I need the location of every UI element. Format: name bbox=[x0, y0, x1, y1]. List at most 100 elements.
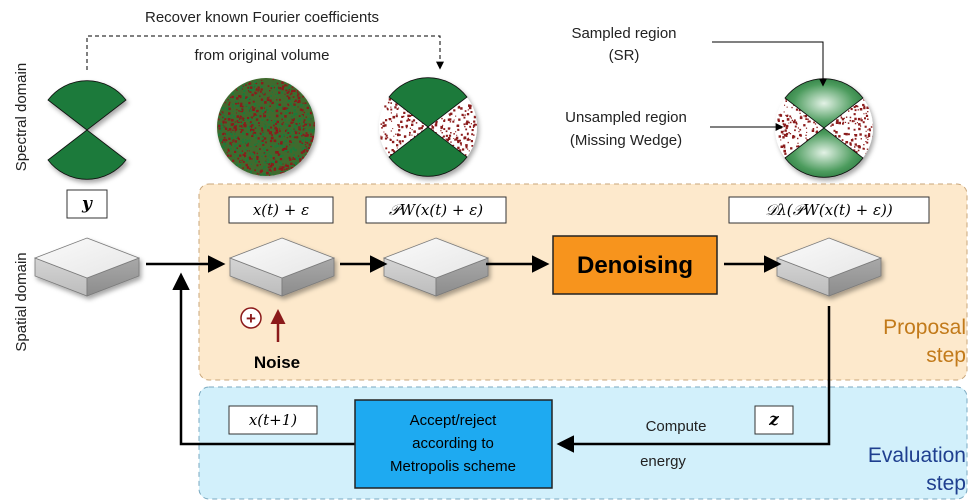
noise-speckle bbox=[271, 136, 274, 139]
noise-speckle bbox=[293, 128, 295, 130]
noise-speckle bbox=[234, 157, 236, 159]
denoised-label: 𝒟λ(𝒫W(x(t) + ε)) bbox=[765, 201, 893, 219]
noise-speckle bbox=[782, 136, 785, 139]
noise-speckle bbox=[291, 86, 294, 89]
noise-speckle bbox=[781, 120, 785, 123]
noise-speckle bbox=[228, 107, 231, 111]
noise-speckle bbox=[786, 115, 789, 118]
noise-speckle bbox=[254, 143, 257, 146]
noise-speckle bbox=[453, 138, 455, 139]
noise-speckle bbox=[250, 163, 252, 165]
noise-speckle bbox=[389, 118, 392, 121]
noise-speckle bbox=[246, 159, 249, 162]
noise-speckle bbox=[261, 109, 265, 113]
noise-speckle bbox=[281, 115, 284, 118]
noise-speckle bbox=[857, 109, 859, 111]
noise-speckle bbox=[230, 131, 232, 133]
noise-speckle bbox=[289, 149, 293, 152]
noise-speckle bbox=[295, 123, 298, 126]
noise-speckle bbox=[230, 123, 234, 126]
noise-speckle bbox=[219, 132, 221, 134]
noise-speckle bbox=[395, 115, 398, 118]
y-box: y bbox=[66, 189, 108, 219]
unsampled-region-label: Unsampled region bbox=[565, 109, 687, 126]
noise-speckle bbox=[222, 122, 225, 124]
noise-speckle bbox=[870, 126, 873, 128]
noise-speckle bbox=[242, 153, 245, 156]
noise-speckle bbox=[805, 118, 808, 120]
noise-speckle bbox=[263, 147, 266, 150]
noise-speckle bbox=[246, 169, 248, 171]
noise-speckle bbox=[228, 106, 230, 108]
spectral-noisy-disk bbox=[217, 78, 315, 176]
noise-speckle bbox=[271, 85, 273, 87]
noise-speckle bbox=[248, 150, 250, 152]
cube-face bbox=[775, 237, 883, 279]
noise-speckle bbox=[228, 101, 231, 104]
noise-speckle bbox=[380, 123, 382, 125]
noise-speckle bbox=[307, 148, 309, 151]
noise-speckle bbox=[405, 126, 408, 129]
noise-speckle bbox=[286, 164, 289, 167]
noise-speckle bbox=[288, 167, 290, 169]
noise-speckle bbox=[814, 123, 817, 125]
noise-speckle bbox=[288, 104, 290, 106]
noise-speckle bbox=[224, 121, 227, 124]
noise-speckle bbox=[218, 133, 221, 137]
noise-speckle bbox=[269, 139, 273, 143]
noise-speckle bbox=[455, 131, 457, 133]
noise-speckle bbox=[242, 128, 244, 130]
noise-speckle bbox=[280, 134, 282, 136]
noise-speckle bbox=[255, 145, 257, 147]
noise-speckle bbox=[803, 115, 805, 117]
noise-speckle bbox=[232, 110, 234, 112]
noise-speckle bbox=[261, 143, 263, 145]
noise-speckle bbox=[271, 88, 274, 90]
noise-speckle bbox=[281, 91, 283, 94]
noise-speckle bbox=[465, 144, 468, 147]
noise-speckle bbox=[287, 132, 290, 134]
noise-speckle bbox=[288, 83, 290, 85]
noise-speckle bbox=[287, 87, 290, 90]
noise-speckle bbox=[285, 111, 288, 114]
noise-speckle bbox=[244, 159, 246, 161]
noise-speckle bbox=[844, 121, 847, 123]
noise-speckle bbox=[251, 135, 253, 137]
noise-speckle bbox=[255, 89, 258, 91]
noise-speckle bbox=[783, 133, 787, 137]
noise-speckle bbox=[399, 134, 401, 136]
x-next-box: x(t+1) bbox=[228, 405, 318, 435]
noise-speckle bbox=[248, 91, 250, 93]
noise-speckle bbox=[304, 144, 307, 146]
noise-speckle bbox=[310, 118, 312, 120]
noise-speckle bbox=[256, 172, 259, 175]
noise-speckle bbox=[833, 129, 836, 132]
noise-speckle bbox=[307, 112, 310, 115]
noise-speckle bbox=[301, 122, 303, 125]
noise-speckle bbox=[263, 165, 266, 169]
noise-speckle bbox=[784, 104, 786, 106]
noise-speckle bbox=[247, 131, 249, 134]
noise-speckle bbox=[223, 139, 225, 142]
noise-speckle bbox=[468, 139, 470, 141]
noise-speckle bbox=[411, 129, 413, 131]
noise-speckle bbox=[264, 155, 267, 158]
noise-speckle bbox=[286, 130, 289, 133]
noise-speckle bbox=[253, 89, 255, 91]
noise-speckle bbox=[267, 166, 270, 169]
noise-speckle bbox=[276, 144, 280, 147]
noise-speckle bbox=[284, 147, 288, 150]
noise-speckle bbox=[305, 123, 308, 126]
noise-speckle bbox=[241, 105, 244, 108]
noise-speckle bbox=[862, 147, 865, 150]
noise-speckle bbox=[289, 144, 291, 146]
noise-speckle bbox=[311, 117, 313, 120]
noise-speckle bbox=[281, 144, 283, 147]
noise-speckle bbox=[222, 106, 225, 110]
noise-speckle bbox=[304, 134, 307, 137]
noise-speckle bbox=[408, 119, 411, 122]
noise-speckle bbox=[288, 97, 291, 100]
noise-speckle bbox=[268, 119, 270, 122]
noise-speckle bbox=[228, 103, 230, 106]
noise-speckle bbox=[290, 167, 294, 170]
